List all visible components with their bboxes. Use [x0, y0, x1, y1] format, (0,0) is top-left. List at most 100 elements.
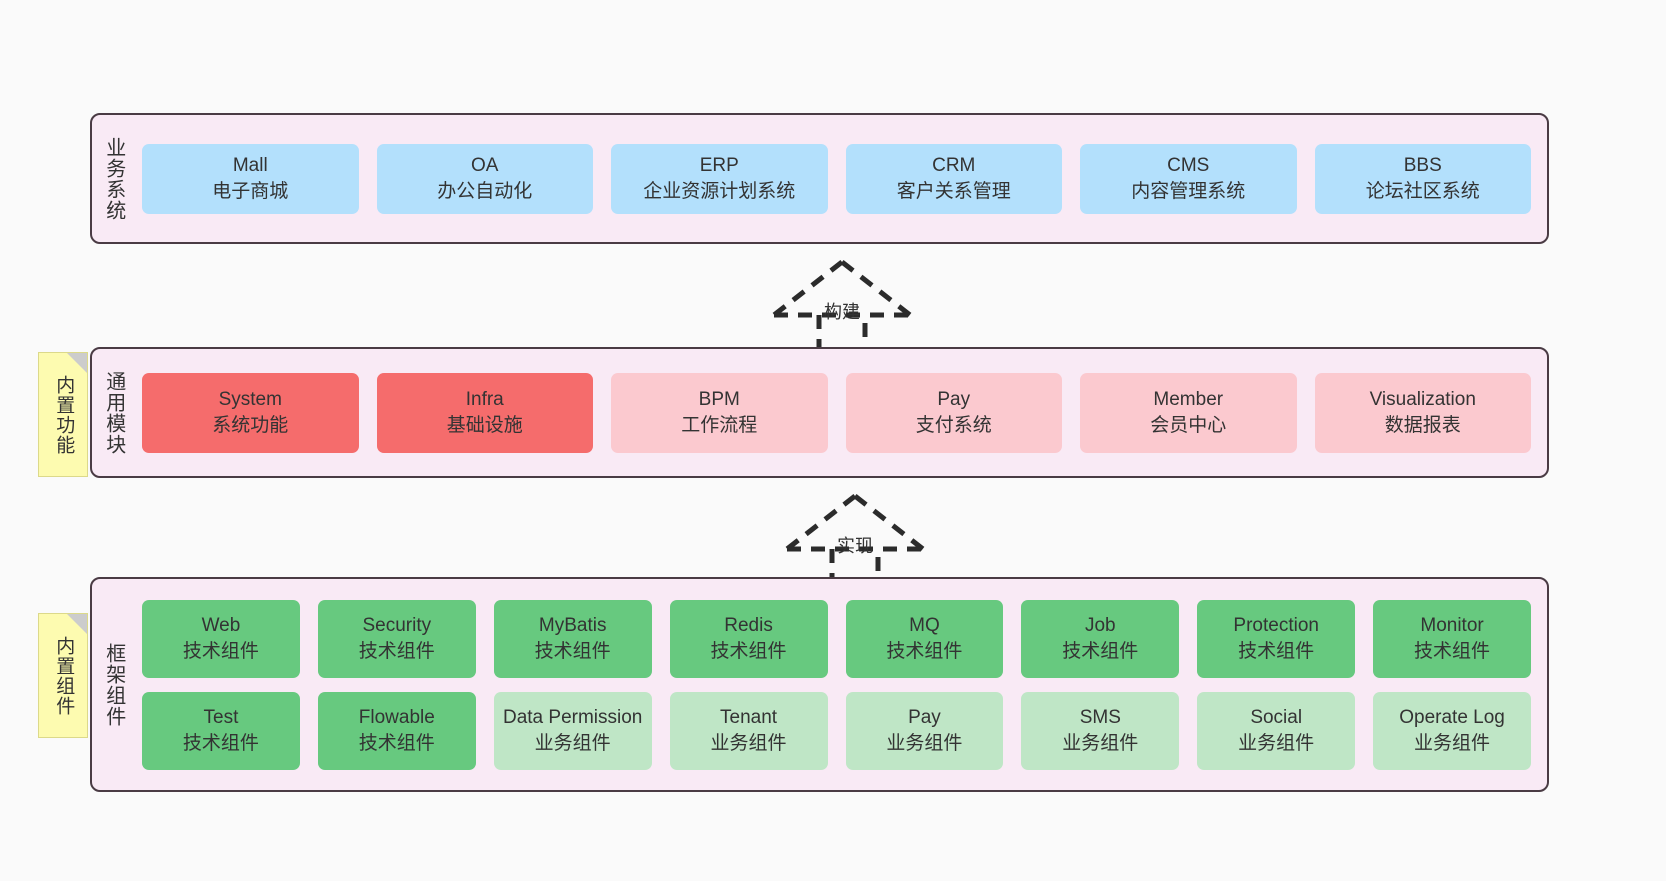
note-text: 内置组件 [53, 635, 75, 716]
layer-framework-components: 框架组件 Web 技术组件 Security 技术组件 MyBatis 技术组件… [90, 577, 1549, 792]
common-card-row: System 系统功能 Infra 基础设施 BPM 工作流程 Pay 支付系统… [142, 372, 1531, 453]
connector-build: 构建 [762, 258, 922, 354]
note-builtin-functions[interactable]: 内置功能 [38, 352, 88, 477]
framework-card-row-2: Test 技术组件 Flowable 技术组件 Data Permission … [142, 691, 1531, 770]
card-title: Social [1250, 707, 1303, 729]
card-subtitle: 工作流程 [681, 414, 758, 436]
card-subtitle: 业务组件 [710, 732, 787, 754]
card-subtitle: 会员中心 [1150, 414, 1227, 436]
card-title: BPM [698, 389, 740, 411]
card-sms[interactable]: SMS 业务组件 [1021, 691, 1180, 770]
card-erp[interactable]: ERP 企业资源计划系统 [611, 143, 828, 214]
card-redis[interactable]: Redis 技术组件 [669, 599, 828, 678]
card-data-permission[interactable]: Data Permission 业务组件 [493, 691, 652, 770]
card-title: Security [362, 615, 432, 637]
note-fold-icon [67, 353, 87, 373]
card-subtitle: 业务组件 [1062, 732, 1139, 754]
card-title: Pay [908, 707, 941, 729]
layer-common-modules: 通用模块 System 系统功能 Infra 基础设施 BPM 工作流程 Pay… [90, 347, 1549, 478]
card-title: CMS [1167, 155, 1210, 177]
card-operate-log[interactable]: Operate Log 业务组件 [1373, 691, 1531, 770]
card-title: Test [203, 707, 239, 729]
card-crm[interactable]: CRM 客户关系管理 [845, 143, 1062, 214]
card-title: Protection [1233, 615, 1319, 637]
card-subtitle: 技术组件 [1414, 640, 1491, 662]
card-title: Pay [937, 389, 971, 411]
card-visualization[interactable]: Visualization 数据报表 [1314, 372, 1531, 453]
layer-title-framework: 框架组件 [102, 642, 125, 727]
card-title: MyBatis [538, 615, 607, 637]
card-title: Visualization [1369, 389, 1476, 411]
layer-body-common: System 系统功能 Infra 基础设施 BPM 工作流程 Pay 支付系统… [134, 349, 1547, 476]
card-title: ERP [699, 155, 739, 177]
card-title: MQ [909, 615, 940, 637]
card-job[interactable]: Job 技术组件 [1021, 599, 1180, 678]
note-fold-icon [67, 614, 87, 634]
card-subtitle: 企业资源计划系统 [643, 180, 796, 202]
card-title: OA [471, 155, 499, 177]
card-title: Infra [465, 389, 504, 411]
layer-title-business: 业务系统 [102, 136, 125, 221]
card-mall[interactable]: Mall 电子商城 [142, 143, 359, 214]
card-subtitle: 技术组件 [358, 732, 435, 754]
card-subtitle: 内容管理系统 [1131, 180, 1246, 202]
card-title: Flowable [358, 707, 435, 729]
card-title: Operate Log [1399, 707, 1505, 729]
card-title: Member [1153, 389, 1224, 411]
card-title: SMS [1079, 707, 1121, 729]
note-builtin-components[interactable]: 内置组件 [38, 613, 88, 738]
card-cms[interactable]: CMS 内容管理系统 [1080, 143, 1297, 214]
card-mybatis[interactable]: MyBatis 技术组件 [493, 599, 652, 678]
card-subtitle: 业务组件 [1238, 732, 1315, 754]
card-subtitle: 系统功能 [212, 414, 289, 436]
card-title: BBS [1403, 155, 1442, 177]
card-monitor[interactable]: Monitor 技术组件 [1373, 599, 1531, 678]
card-security[interactable]: Security 技术组件 [317, 599, 476, 678]
card-subtitle: 电子商城 [212, 180, 289, 202]
card-test[interactable]: Test 技术组件 [142, 691, 300, 770]
card-subtitle: 技术组件 [1062, 640, 1139, 662]
card-title: Data Permission [502, 707, 643, 729]
card-subtitle: 技术组件 [1238, 640, 1315, 662]
card-pay-component[interactable]: Pay 业务组件 [845, 691, 1004, 770]
card-infra[interactable]: Infra 基础设施 [376, 372, 593, 453]
card-title: Mall [232, 155, 268, 177]
card-subtitle: 技术组件 [710, 640, 787, 662]
card-flowable[interactable]: Flowable 技术组件 [317, 691, 476, 770]
card-protection[interactable]: Protection 技术组件 [1197, 599, 1356, 678]
layer-title-common: 通用模块 [102, 370, 125, 455]
card-member[interactable]: Member 会员中心 [1080, 372, 1297, 453]
card-subtitle: 数据报表 [1384, 414, 1461, 436]
card-subtitle: 办公自动化 [437, 180, 533, 202]
card-subtitle: 技术组件 [182, 640, 259, 662]
card-subtitle: 技术组件 [182, 732, 259, 754]
card-title: Web [201, 615, 241, 637]
card-system[interactable]: System 系统功能 [142, 372, 359, 453]
card-subtitle: 技术组件 [886, 640, 963, 662]
card-title: CRM [932, 155, 976, 177]
card-bpm[interactable]: BPM 工作流程 [611, 372, 828, 453]
card-subtitle: 业务组件 [1414, 732, 1491, 754]
card-web[interactable]: Web 技术组件 [142, 599, 300, 678]
card-tenant[interactable]: Tenant 业务组件 [669, 691, 828, 770]
card-title: System [218, 389, 282, 411]
card-pay-module[interactable]: Pay 支付系统 [845, 372, 1062, 453]
card-social[interactable]: Social 业务组件 [1197, 691, 1356, 770]
layer-business-systems: 业务系统 Mall 电子商城 OA 办公自动化 ERP 企业资源计划系统 CRM… [90, 113, 1549, 244]
card-bbs[interactable]: BBS 论坛社区系统 [1314, 143, 1531, 214]
card-subtitle: 业务组件 [886, 732, 963, 754]
layer-body-business: Mall 电子商城 OA 办公自动化 ERP 企业资源计划系统 CRM 客户关系… [134, 115, 1547, 242]
card-oa[interactable]: OA 办公自动化 [376, 143, 593, 214]
business-card-row: Mall 电子商城 OA 办公自动化 ERP 企业资源计划系统 CRM 客户关系… [142, 143, 1531, 214]
connector-label-implement: 实现 [837, 536, 873, 556]
card-subtitle: 客户关系管理 [896, 180, 1011, 202]
card-mq[interactable]: MQ 技术组件 [845, 599, 1004, 678]
framework-card-row-1: Web 技术组件 Security 技术组件 MyBatis 技术组件 Redi… [142, 599, 1531, 678]
card-subtitle: 技术组件 [534, 640, 611, 662]
card-subtitle: 业务组件 [534, 732, 611, 754]
card-title: Monitor [1420, 615, 1484, 637]
note-text: 内置功能 [53, 374, 75, 455]
card-title: Redis [724, 615, 773, 637]
card-subtitle: 论坛社区系统 [1365, 180, 1480, 202]
